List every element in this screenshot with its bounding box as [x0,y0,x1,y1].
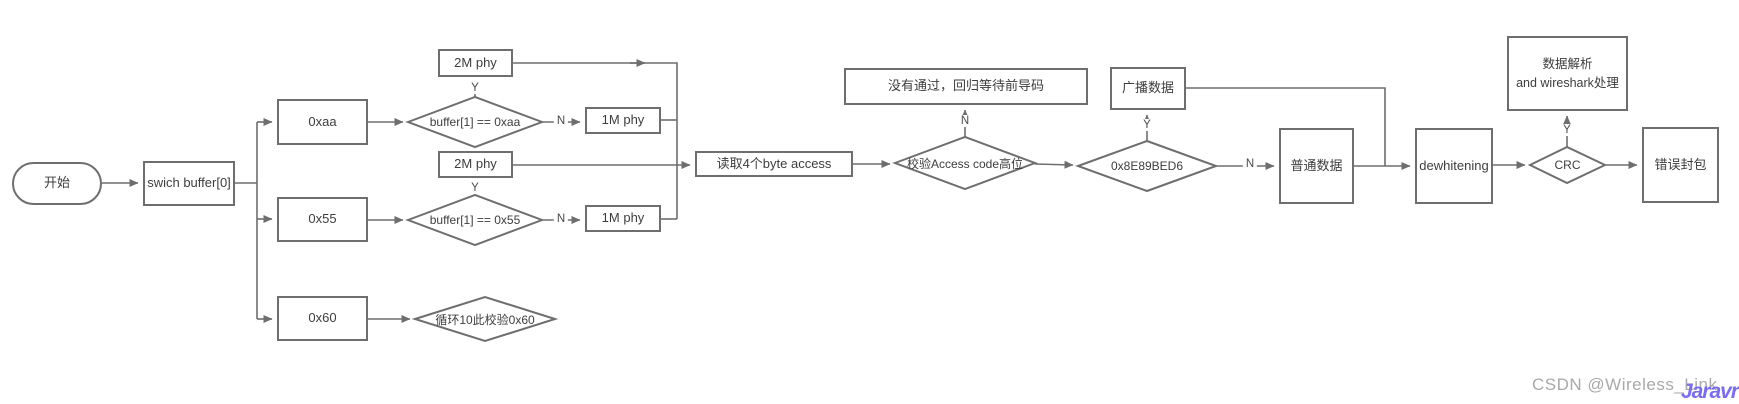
diamond-check-access-code [892,135,1038,191]
node-case-0xaa: 0xaa [277,99,368,145]
edge-label-check-0x55-yes: Y [468,182,482,194]
parse-line2: and wireshark处理 [1516,75,1619,90]
node-1m-phy-mid: 1M phy [585,205,661,232]
node-2m-phy-top: 2M phy [438,49,513,77]
edge-label-access-address-yes: Y [1140,119,1154,131]
node-read-access: 读取4个byte access [695,151,853,177]
edge-label-check-0x55-no: N [553,213,569,225]
node-start: 开始 [12,162,102,205]
node-1m-phy-top: 1M phy [585,107,661,134]
edge-label-access-address-no: N [1242,158,1258,170]
node-dewhitening: dewhitening [1415,128,1493,204]
node-error-packet: 错误封包 [1642,127,1719,203]
edge-label-access-code-no: N [957,115,973,127]
diamond-loop-check-0x60 [411,295,559,343]
node-case-0x55: 0x55 [277,197,368,242]
parse-line1: 数据解析 [1542,57,1593,72]
diamond-check-0x55 [405,193,545,247]
node-not-passed: 没有通过，回归等待前导码 [844,68,1088,105]
node-case-0x60: 0x60 [277,296,368,341]
watermark-logo: Jaravr [1680,380,1739,403]
node-broadcast-data: 广播数据 [1110,67,1186,110]
node-parse-wireshark: 数据解析 and wireshark处理 [1507,36,1628,111]
watermark-text: CSDN @Wireless_Link [1532,375,1718,394]
node-2m-phy-mid: 2M phy [438,151,513,178]
diamond-access-address [1075,139,1219,193]
edge-label-crc-yes: Y [1560,124,1574,136]
diamond-check-0xaa [405,95,545,149]
edge-label-check-0xaa-no: N [553,115,569,127]
diamond-crc [1527,145,1608,185]
edge-label-check-0xaa-yes: Y [468,82,482,94]
node-normal-data: 普通数据 [1279,128,1354,204]
node-switch-buffer: swich buffer[0] [143,161,235,206]
